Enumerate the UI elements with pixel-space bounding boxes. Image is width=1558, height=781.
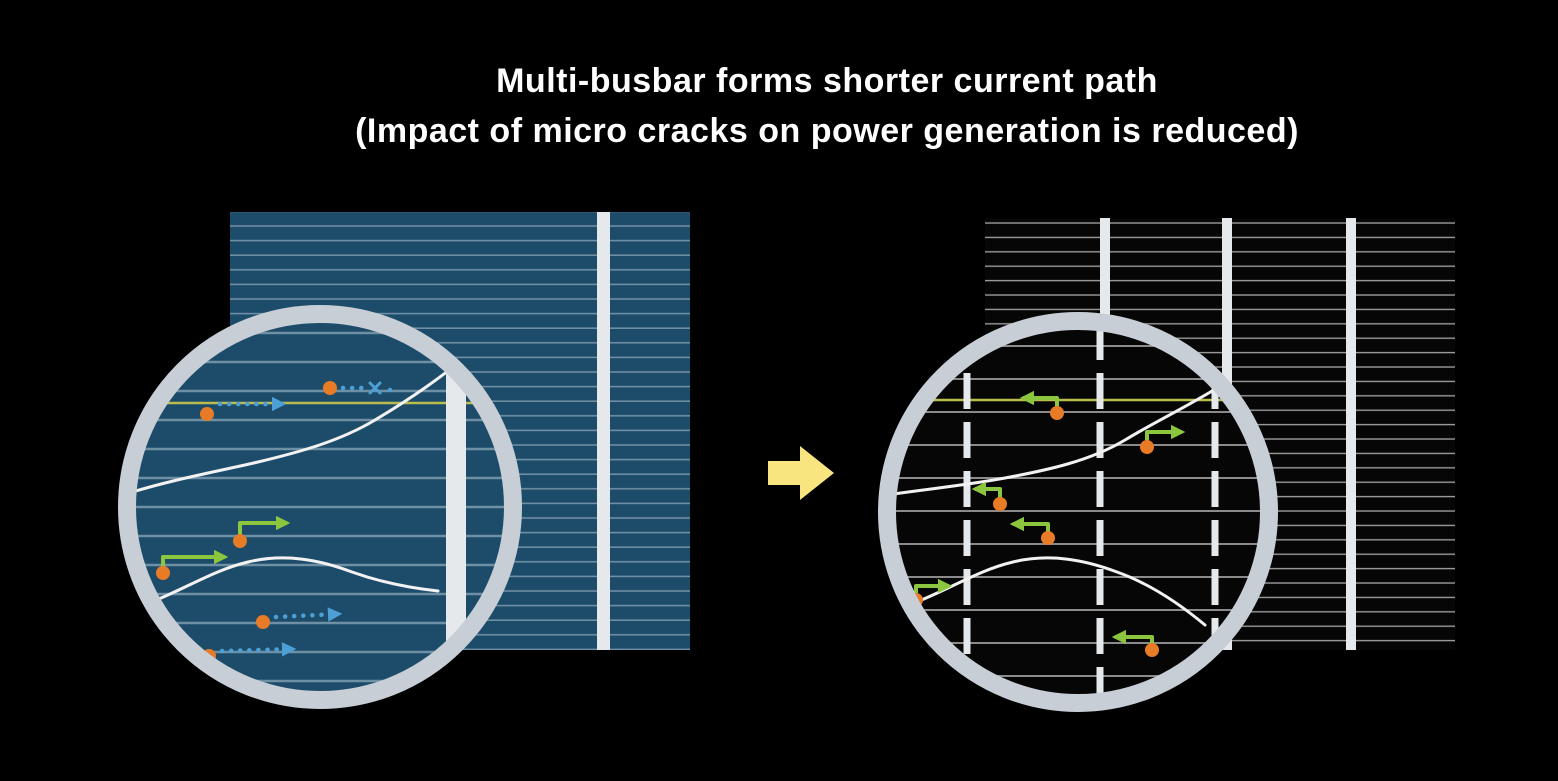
- short-current-path-2: [1140, 424, 1186, 454]
- electron-dot: [1140, 440, 1154, 454]
- title-line-1: Multi-busbar forms shorter current path: [496, 62, 1158, 100]
- left-cell-busbar: [597, 212, 610, 650]
- short-current-path-3: [971, 481, 1007, 511]
- short-current-path-1: [233, 515, 291, 548]
- long-current-path-1: [200, 396, 287, 421]
- electron-dot: [323, 381, 337, 395]
- micro-crack-lower: [135, 556, 440, 614]
- long-current-path-2: [256, 607, 343, 629]
- blocked-x-icon: [368, 381, 382, 395]
- dotted-path-blue: [387, 387, 393, 393]
- left-magnifier: [118, 305, 522, 709]
- left-zoom-finger-lines: [135, 322, 505, 692]
- electron-dot: [156, 566, 170, 580]
- left-zoom-busbar: [446, 322, 466, 692]
- right-arrow-icon: [768, 446, 834, 500]
- right-magnifier-content: [895, 329, 1261, 695]
- right-zoom-finger-lines: [895, 329, 1261, 695]
- electron-dot: [1145, 643, 1159, 657]
- micro-crack-upper: [895, 383, 1224, 498]
- electron-dot: [1050, 406, 1064, 420]
- short-current-path-1: [1019, 390, 1064, 420]
- dotted-path-blue: [273, 607, 343, 622]
- right-cell-busbar-3: [1346, 218, 1356, 650]
- electron-dot: [1041, 531, 1055, 545]
- electron-dot: [233, 534, 247, 548]
- electron-dot: [200, 407, 214, 421]
- electron-dot: [993, 497, 1007, 511]
- right-magnifier: [878, 312, 1278, 712]
- electron-dot: [256, 615, 270, 629]
- short-current-path-6: [1111, 629, 1159, 657]
- diagram-title: Multi-busbar forms shorter current path …: [48, 56, 1558, 156]
- short-current-path-4: [1009, 516, 1055, 545]
- title-line-2: (Impact of micro cracks on power generat…: [355, 112, 1299, 150]
- short-current-path-2: [156, 549, 229, 580]
- left-magnifier-ring: [118, 305, 522, 709]
- micro-crack-upper: [135, 350, 474, 496]
- long-current-path-blocked: [323, 381, 393, 395]
- left-magnifier-content: [135, 322, 505, 692]
- dotted-path-blue: [219, 642, 297, 657]
- right-magnifier-ring: [878, 312, 1278, 712]
